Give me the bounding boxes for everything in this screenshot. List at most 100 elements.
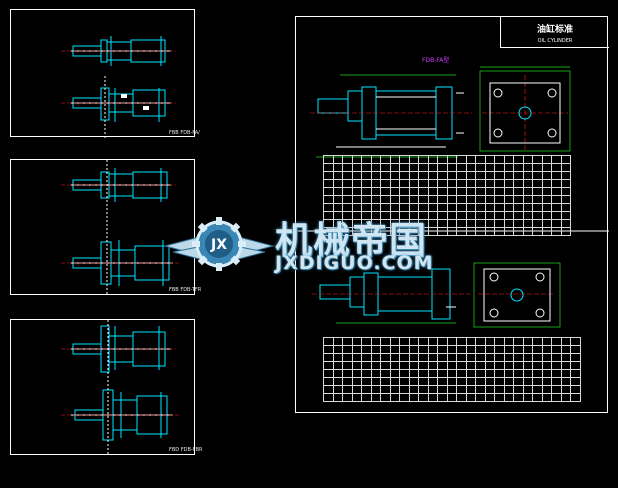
table-cell <box>465 361 476 370</box>
table-cell <box>541 211 552 220</box>
table-cell <box>446 369 457 378</box>
table-cell <box>522 171 533 180</box>
table-cell <box>503 337 514 346</box>
table-cell <box>484 337 495 346</box>
table-cell <box>475 195 486 204</box>
table-cell <box>399 353 410 362</box>
table-cell <box>370 353 381 362</box>
table-cell <box>475 171 486 180</box>
model-label: FDB-FA型 <box>422 57 450 64</box>
table-cell <box>437 171 448 180</box>
thumbnail-label-2: FBB FDB-TFR <box>169 287 202 293</box>
table-cell <box>370 179 381 188</box>
table-cell <box>532 361 543 370</box>
table-cell <box>560 337 571 346</box>
table-cell <box>370 337 381 346</box>
table-cell <box>332 163 343 172</box>
table-cell <box>418 393 429 402</box>
table-cell <box>408 377 419 386</box>
table-cell <box>532 337 543 346</box>
table-cell <box>465 227 476 236</box>
table-cell <box>361 345 372 354</box>
table-cell <box>560 361 571 370</box>
table-cell <box>522 195 533 204</box>
table-cell <box>551 195 562 204</box>
table-cell <box>408 163 419 172</box>
table-cell <box>389 195 400 204</box>
table-cell <box>332 187 343 196</box>
table-cell <box>351 337 362 346</box>
table-cell <box>541 203 552 212</box>
table-cell <box>456 337 467 346</box>
table-cell <box>570 345 581 354</box>
thumbnail-sheet-2[interactable]: FBB FDB-TFR <box>10 159 201 296</box>
table-cell <box>475 211 486 220</box>
table-cell <box>541 171 552 180</box>
table-cell <box>560 227 571 236</box>
main-drawing-sheet[interactable]: 油缸标准 OIL CYLINDER FDB-FA型 <box>295 16 609 413</box>
table-cell <box>570 361 581 370</box>
table-cell <box>456 353 467 362</box>
table-cell <box>560 393 571 402</box>
table-cell <box>541 377 552 386</box>
table-cell <box>399 361 410 370</box>
table-cell <box>522 353 533 362</box>
table-cell <box>484 163 495 172</box>
table-cell <box>560 345 571 354</box>
table-cell <box>494 155 505 164</box>
table-cell <box>465 163 476 172</box>
table-cell <box>522 377 533 386</box>
table-cell <box>332 361 343 370</box>
table-cell <box>484 345 495 354</box>
table-cell <box>513 195 524 204</box>
table-cell <box>389 369 400 378</box>
table-cell <box>351 353 362 362</box>
table-cell <box>503 163 514 172</box>
table-cell <box>532 163 543 172</box>
table-cell <box>484 195 495 204</box>
table-cell <box>560 187 571 196</box>
table-cell <box>370 345 381 354</box>
table-cell <box>380 155 391 164</box>
table-cell <box>323 337 334 346</box>
table-cell <box>560 377 571 386</box>
table-cell <box>427 163 438 172</box>
thumbnail-sheet-3[interactable]: FBD FDB-FBR <box>10 319 203 456</box>
table-cell <box>503 187 514 196</box>
table-cell <box>503 393 514 402</box>
thumbnail-drawing-3 <box>61 320 179 456</box>
table-cell <box>541 337 552 346</box>
table-cell <box>494 353 505 362</box>
table-cell <box>456 345 467 354</box>
thumbnail-sheet-1[interactable]: FBB FDB-FA/ <box>10 9 200 138</box>
table-cell <box>475 179 486 188</box>
table-cell <box>323 369 334 378</box>
table-cell <box>503 377 514 386</box>
table-cell <box>389 377 400 386</box>
table-cell <box>380 163 391 172</box>
table-cell <box>494 385 505 394</box>
table-cell <box>361 361 372 370</box>
table-cell <box>342 385 353 394</box>
table-cell <box>351 385 362 394</box>
table-cell <box>465 187 476 196</box>
table-cell <box>532 393 543 402</box>
table-cell <box>427 353 438 362</box>
table-cell <box>551 353 562 362</box>
table-cell <box>551 187 562 196</box>
table-cell <box>351 195 362 204</box>
table-cell <box>541 385 552 394</box>
table-cell <box>399 377 410 386</box>
table-cell <box>475 337 486 346</box>
table-cell <box>418 361 429 370</box>
table-cell <box>361 369 372 378</box>
table-cell <box>513 369 524 378</box>
table-cell <box>560 155 571 164</box>
table-cell <box>494 393 505 402</box>
table-cell <box>513 179 524 188</box>
table-cell <box>332 171 343 180</box>
table-cell <box>446 163 457 172</box>
table-cell <box>389 179 400 188</box>
table-cell <box>484 211 495 220</box>
table-cell <box>513 219 524 228</box>
